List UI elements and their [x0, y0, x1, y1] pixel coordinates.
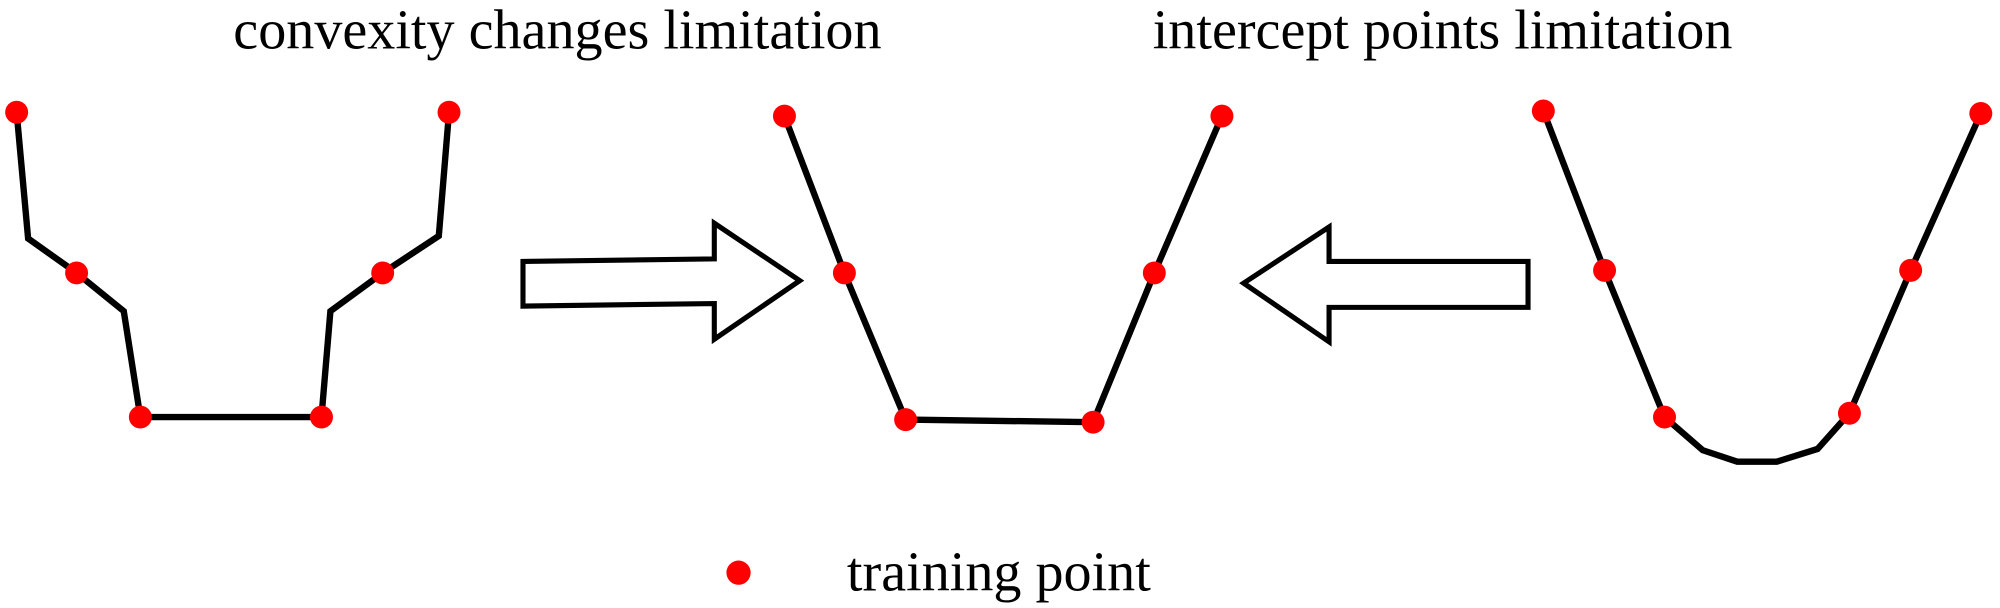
- training-point: [1899, 258, 1923, 282]
- training-point: [1653, 405, 1676, 429]
- title-convexity: convexity changes limitation: [233, 0, 881, 61]
- training-point: [1531, 99, 1555, 123]
- right-arrow: [520, 218, 805, 345]
- training-point: [371, 261, 395, 285]
- training-point: [309, 405, 333, 429]
- title-intercept: intercept points limitation: [1153, 0, 1733, 61]
- intercept-points-curve-line: [1540, 109, 1984, 465]
- training-point: [437, 100, 461, 124]
- legend-label: training point: [847, 542, 1151, 604]
- left-arrow: [1239, 222, 1531, 347]
- training-point: [65, 261, 89, 285]
- target-curve-line: [781, 114, 1225, 426]
- convexity-changes-curve-line: [13, 111, 453, 421]
- training-point: [1593, 258, 1617, 282]
- training-point: [1969, 102, 1993, 125]
- training-point: [1837, 401, 1861, 425]
- training-point: [1142, 261, 1166, 285]
- legend-point-icon: [726, 560, 751, 585]
- training-point: [772, 104, 796, 128]
- training-point: [1081, 410, 1105, 434]
- training-point: [5, 100, 29, 124]
- training-point: [1210, 104, 1234, 128]
- training-point: [832, 261, 856, 285]
- training-point: [894, 408, 918, 432]
- training-point: [128, 405, 152, 429]
